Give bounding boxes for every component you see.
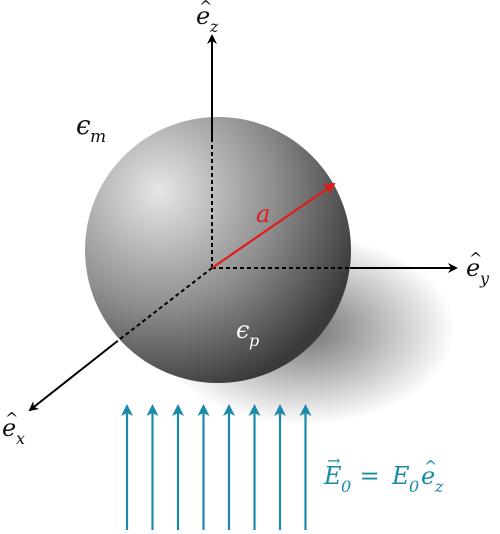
svg-text:^: ^ — [424, 457, 437, 476]
svg-text:=: = — [352, 462, 387, 490]
svg-text:^: ^ — [199, 0, 212, 16]
ey-label: e ^ y — [466, 249, 490, 288]
svg-text:e: e — [466, 254, 480, 282]
svg-text:E: E — [323, 462, 342, 490]
svg-text:y: y — [479, 269, 490, 288]
svg-text:0: 0 — [409, 477, 419, 496]
svg-text:e: e — [196, 2, 210, 30]
radius-label: a — [256, 200, 270, 228]
svg-text:z: z — [209, 17, 219, 36]
svg-text:ϵ: ϵ — [236, 316, 249, 344]
svg-text:e: e — [2, 414, 16, 442]
svg-text:p: p — [249, 331, 259, 350]
svg-text:z: z — [434, 477, 444, 496]
field-equation: E → 0 = E 0 e ^ z — [323, 451, 444, 496]
ez-label: e ^ z — [196, 0, 219, 36]
svg-text:x: x — [16, 429, 25, 448]
svg-text:^: ^ — [469, 249, 482, 268]
svg-text:ϵ: ϵ — [76, 111, 91, 141]
svg-text:→: → — [327, 451, 340, 470]
svg-text:0: 0 — [341, 477, 351, 496]
x-axis — [28, 342, 116, 412]
field-arrows — [121, 404, 312, 530]
svg-text:E: E — [391, 462, 410, 490]
ex-label: e ^ x — [2, 409, 25, 448]
svg-text:m: m — [90, 127, 106, 147]
eps-p-label: ϵ p — [236, 316, 259, 350]
sphere — [85, 117, 351, 383]
eps-m-label: ϵ m — [76, 111, 106, 147]
svg-text:e: e — [421, 462, 435, 490]
radius-arrow — [211, 182, 336, 269]
svg-text:^: ^ — [5, 409, 18, 428]
